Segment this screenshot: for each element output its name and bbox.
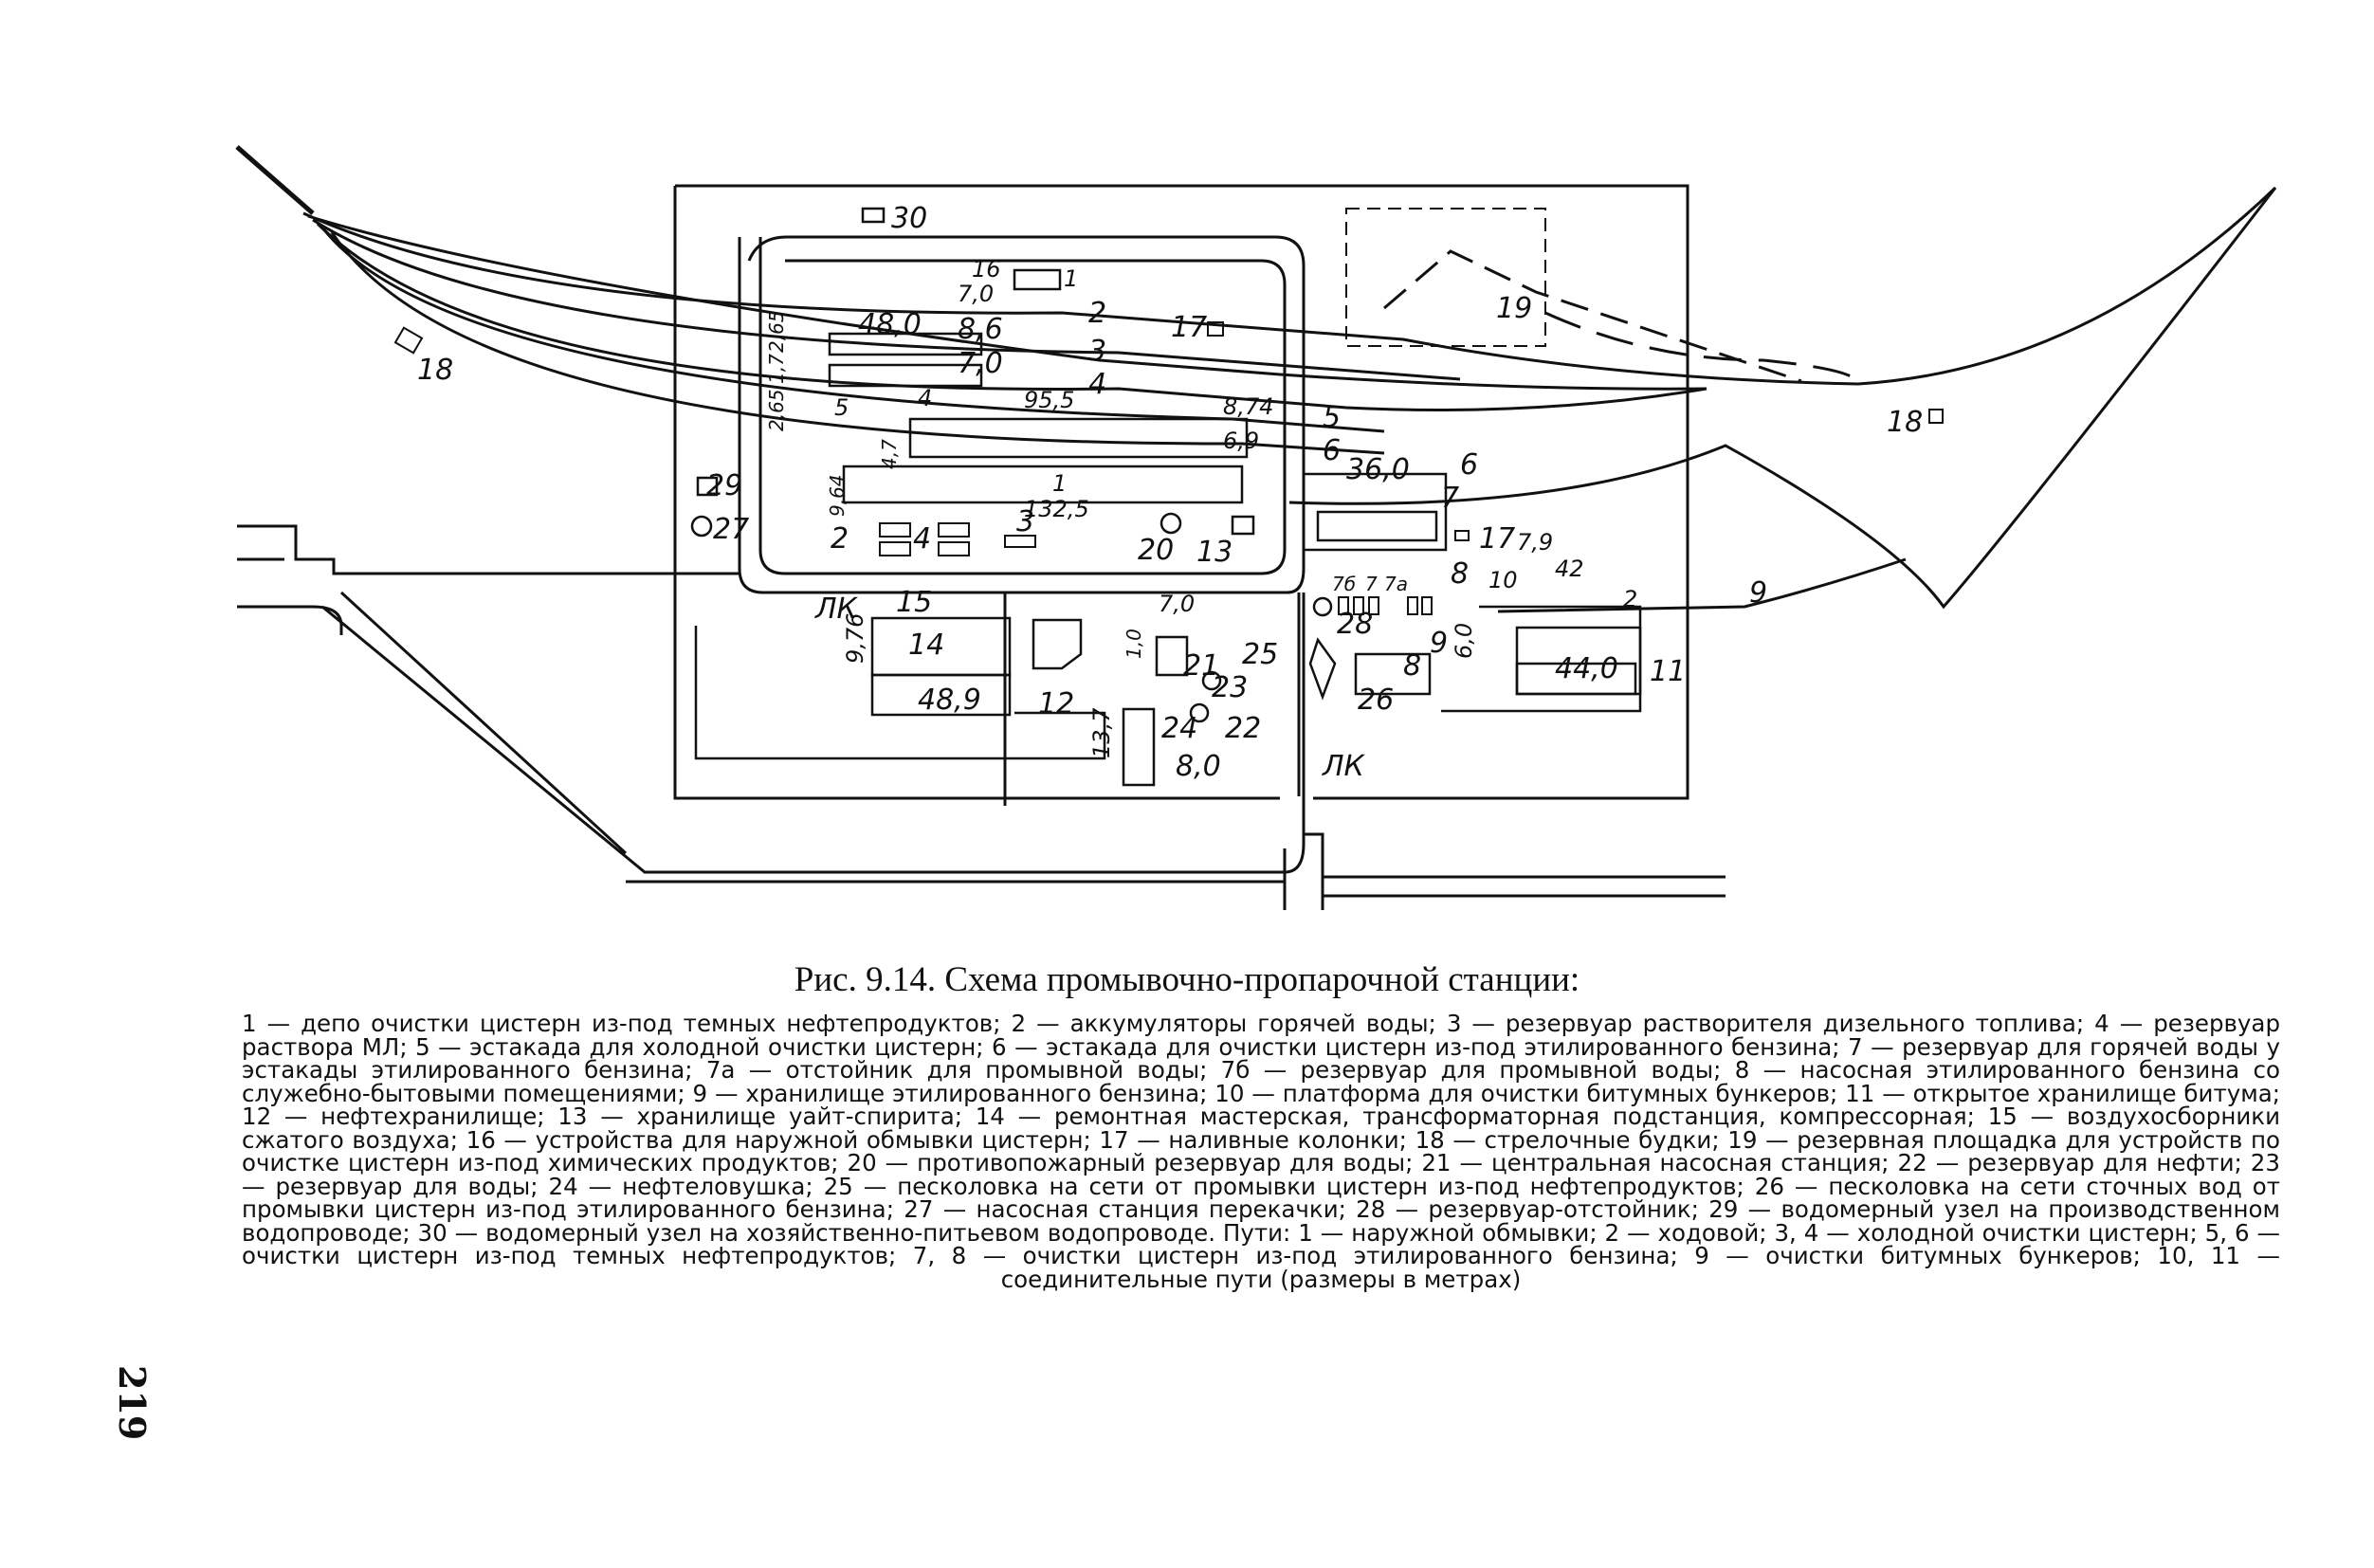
label-8: 8 bbox=[1403, 649, 1421, 683]
dim-7-0-top: 7,0 bbox=[958, 281, 994, 307]
dim-1-0: 1,0 bbox=[1123, 629, 1145, 659]
figure-legend: 1 — депо очистки цистерн из-под темных н… bbox=[242, 1010, 2280, 1293]
dim-6-0: 6,0 bbox=[1451, 623, 1477, 659]
road-network bbox=[237, 235, 1726, 910]
dim-48-9: 48,9 bbox=[918, 684, 981, 717]
label-17-a: 17 bbox=[1171, 311, 1207, 344]
dim-7-0-mid: 7,0 bbox=[958, 347, 1003, 380]
page-number: 219 bbox=[111, 1365, 154, 1441]
label-2: 2 bbox=[831, 522, 849, 556]
dim-8-74: 8,74 bbox=[1223, 393, 1273, 420]
label-4: 4 bbox=[913, 522, 931, 556]
railway-tracks bbox=[235, 145, 2277, 613]
depot-buildings bbox=[393, 207, 1944, 787]
label-5: 5 bbox=[834, 394, 849, 421]
label-15: 15 bbox=[896, 586, 932, 619]
track-label-4: 4 bbox=[1088, 368, 1106, 401]
label-18-right: 18 bbox=[1887, 406, 1923, 439]
label-7b: 7б bbox=[1332, 573, 1356, 595]
dim-4-7: 4,7 bbox=[878, 439, 901, 469]
dim-6-9: 6,9 bbox=[1223, 428, 1259, 454]
label-26: 26 bbox=[1358, 684, 1394, 717]
label-3: 3 bbox=[1016, 505, 1034, 538]
station-boundary bbox=[673, 184, 1689, 800]
label-25: 25 bbox=[1242, 638, 1278, 671]
label-9: 9 bbox=[1430, 627, 1448, 660]
label-10: 10 bbox=[1488, 567, 1518, 593]
dim-1-7: 1,7 bbox=[765, 354, 788, 384]
label-LK-left: ЛК bbox=[814, 593, 859, 626]
dim-2: 2 bbox=[1623, 586, 1637, 612]
dim-9-76: 9,76 bbox=[842, 613, 868, 664]
label-23: 23 bbox=[1212, 671, 1248, 704]
label-17-b: 17 bbox=[1479, 522, 1515, 556]
dim-2-65-b: 2,65 bbox=[765, 389, 788, 431]
label-6-estakada: 6 bbox=[1460, 448, 1478, 482]
dim-95-5: 95,5 bbox=[1024, 387, 1074, 413]
label-7-small: 7 bbox=[1365, 573, 1378, 595]
reserve-area-19 bbox=[1345, 208, 1546, 347]
label-24: 24 bbox=[1161, 712, 1197, 745]
label-4-small: 4 bbox=[918, 385, 932, 411]
label-18-left: 18 bbox=[417, 354, 453, 387]
dim-132-5: 132,5 bbox=[1024, 496, 1089, 522]
label-20: 20 bbox=[1138, 534, 1174, 567]
label-22: 22 bbox=[1225, 712, 1261, 745]
dim-8-6: 8,6 bbox=[958, 313, 1003, 346]
figure-caption-title: Рис. 9.14. Схема промывочно-пропарочной … bbox=[794, 960, 1580, 999]
station-scheme: 30 16 7,0 1 2 8,6 48,0 17 3 7,0 2,65 1,7… bbox=[235, 145, 2277, 910]
label-19: 19 bbox=[1496, 292, 1532, 325]
label-8-pump: 8 bbox=[1451, 557, 1469, 591]
label-29: 29 bbox=[706, 469, 742, 502]
track-label-2: 2 bbox=[1088, 297, 1106, 330]
track-label-3: 3 bbox=[1088, 335, 1106, 368]
dim-48-0: 48,0 bbox=[858, 308, 922, 341]
dim-7-9: 7,9 bbox=[1517, 529, 1553, 556]
track-label-5: 5 bbox=[1323, 401, 1341, 434]
label-13: 13 bbox=[1196, 536, 1233, 569]
dim-2-65-a: 2,65 bbox=[765, 310, 788, 353]
label-LK-right: ЛК bbox=[1322, 750, 1366, 783]
dim-8-0: 8,0 bbox=[1176, 750, 1221, 783]
label-7a: 7а bbox=[1384, 573, 1408, 595]
label-21: 21 bbox=[1183, 649, 1219, 683]
dim-13-7: 13,7 bbox=[1088, 707, 1115, 758]
label-1-depot: 1 bbox=[1052, 470, 1067, 497]
dim-7-0-pump: 7,0 bbox=[1159, 591, 1195, 617]
dim-44-0: 44,0 bbox=[1555, 652, 1618, 685]
label-1-top: 1 bbox=[1064, 265, 1078, 292]
dim-36-0: 36,0 bbox=[1346, 453, 1410, 486]
label-12: 12 bbox=[1038, 687, 1074, 720]
dim-9-64: 9,64 bbox=[826, 474, 849, 517]
label-14: 14 bbox=[908, 629, 944, 662]
track-label-6: 6 bbox=[1323, 434, 1341, 467]
dim-42: 42 bbox=[1555, 556, 1584, 582]
track-label-9: 9 bbox=[1749, 576, 1767, 610]
label-11: 11 bbox=[1650, 655, 1686, 688]
label-7: 7 bbox=[1441, 482, 1459, 515]
label-30: 30 bbox=[891, 202, 927, 235]
diagram-labels: 30 16 7,0 1 2 8,6 48,0 17 3 7,0 2,65 1,7… bbox=[417, 202, 1923, 783]
label-16: 16 bbox=[972, 256, 1001, 283]
label-27: 27 bbox=[713, 513, 749, 546]
label-28: 28 bbox=[1337, 608, 1373, 641]
